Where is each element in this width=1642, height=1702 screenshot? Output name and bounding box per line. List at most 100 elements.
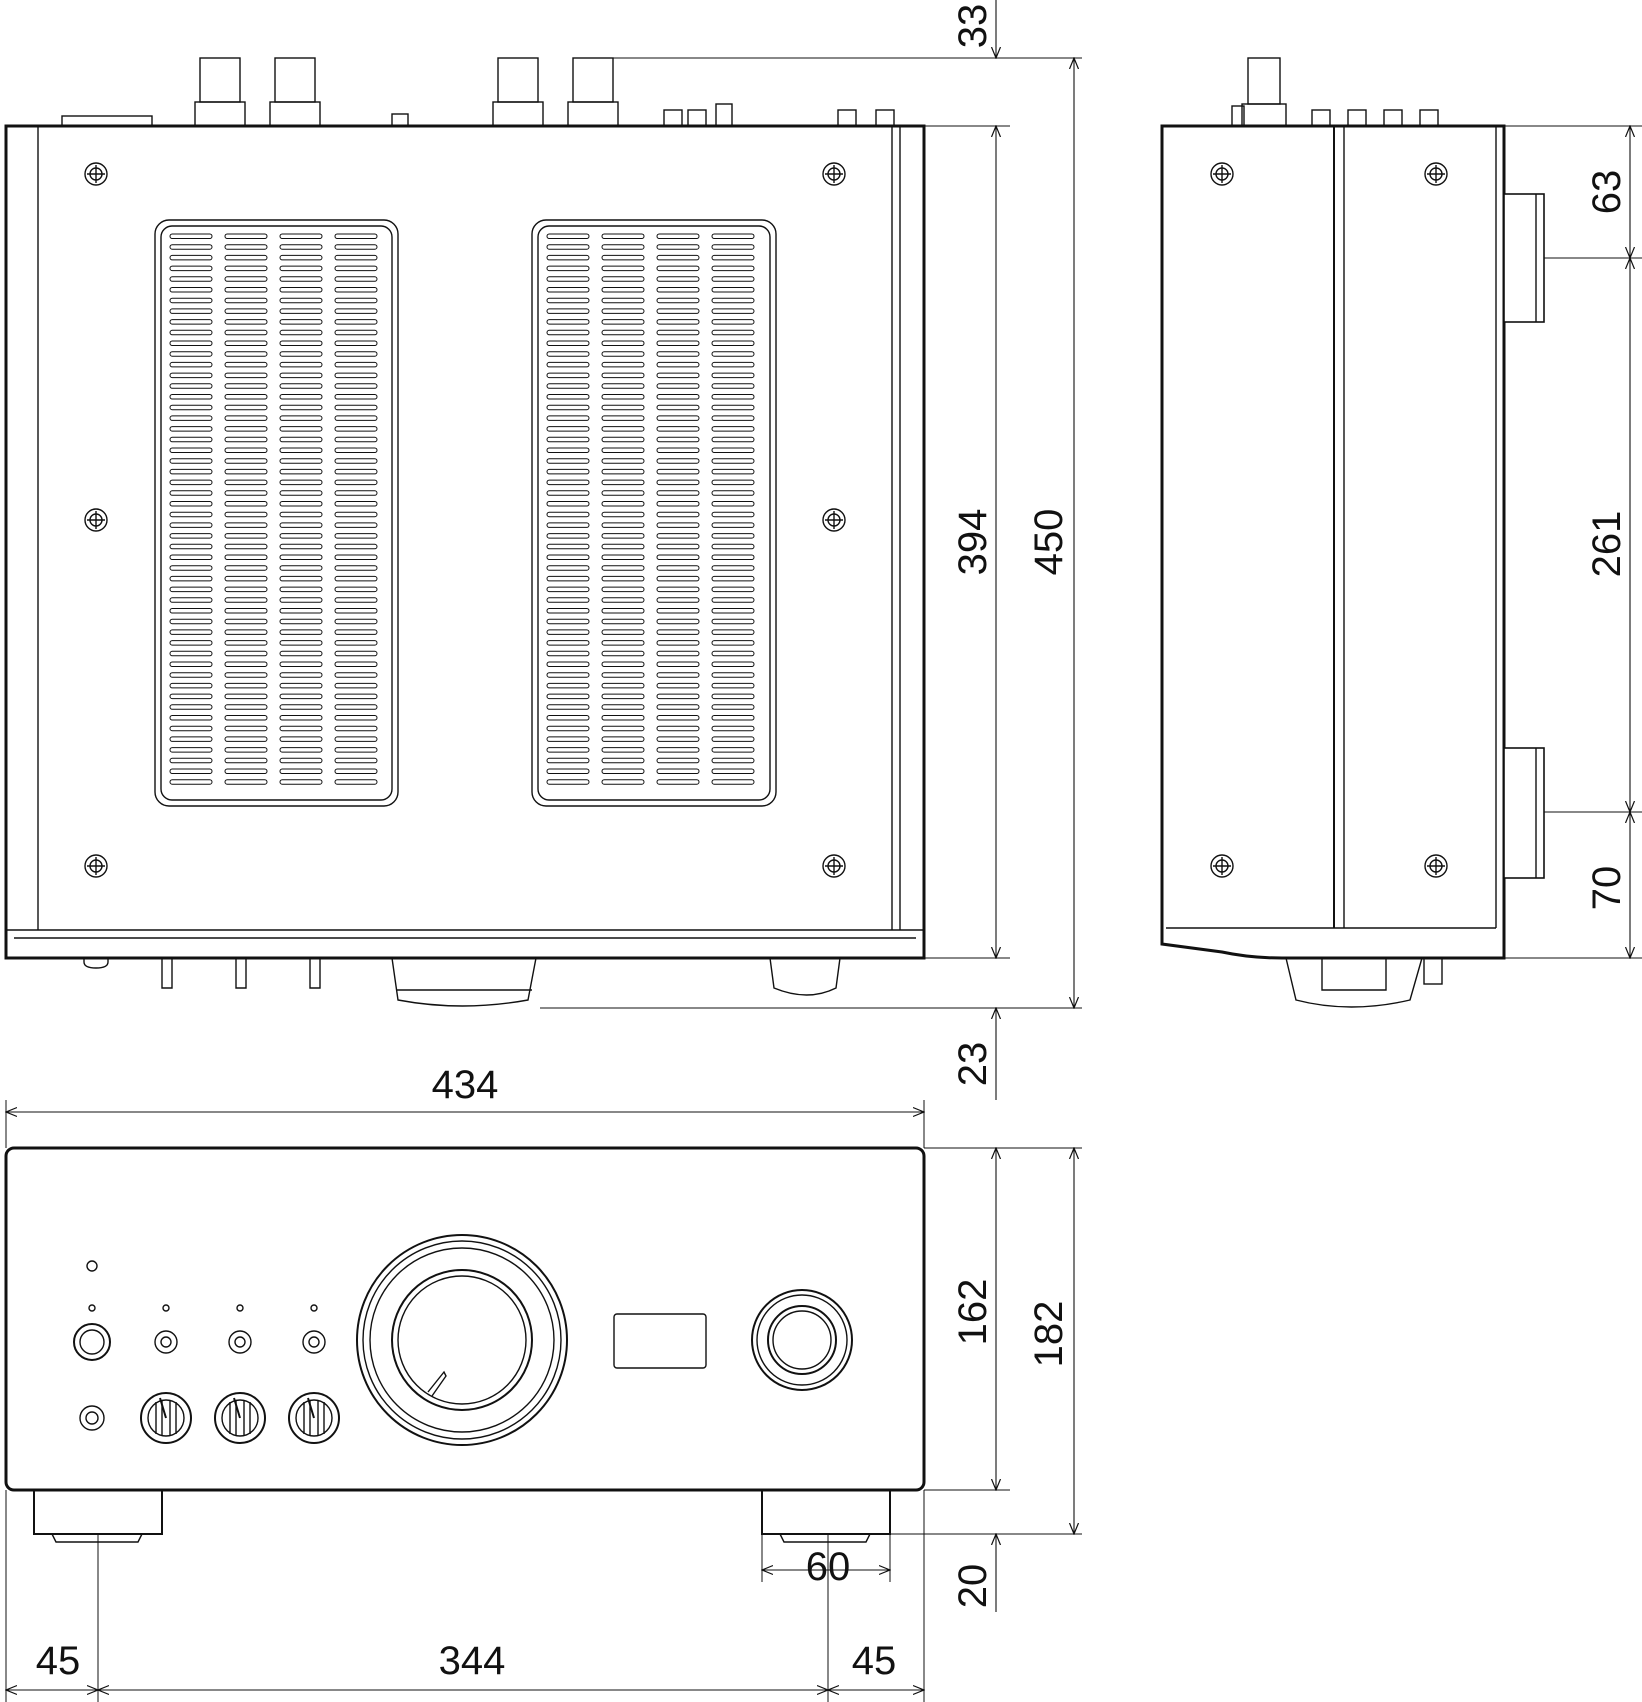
- vent-slot: [334, 586, 378, 593]
- vent-slot: [711, 244, 755, 250]
- vent-slot: [334, 672, 378, 678]
- vent-slot: [169, 575, 213, 582]
- vent-slot: [169, 693, 213, 700]
- vent-slot: [279, 736, 323, 742]
- dim-foot-spacing: 344: [439, 1639, 506, 1683]
- vent-slot: [334, 608, 378, 614]
- tone-knob-2: [214, 1392, 266, 1444]
- vent-slot: [224, 586, 268, 593]
- vent-slot: [224, 308, 268, 314]
- vent-slot: [546, 340, 590, 346]
- vent-slot: [224, 297, 268, 304]
- vent-slot: [279, 597, 323, 603]
- vent-slot: [279, 383, 323, 389]
- vent-slot: [224, 233, 268, 239]
- vent-slot: [656, 447, 700, 453]
- vent-slot: [169, 597, 213, 603]
- vent-slot: [546, 608, 590, 614]
- vent-slot: [601, 640, 645, 646]
- vent-slot: [601, 319, 645, 325]
- vent-slot: [656, 672, 700, 678]
- vent-slot: [656, 768, 700, 774]
- vent-slot: [279, 682, 323, 689]
- vent-slot: [279, 254, 323, 261]
- vent-slot: [169, 426, 213, 432]
- vent-slot: [279, 490, 323, 496]
- vent-slot: [601, 565, 645, 571]
- vent-slot: [601, 415, 645, 421]
- top-screws: [84, 162, 846, 878]
- vent-slot: [334, 276, 378, 282]
- vent-slot: [656, 458, 700, 464]
- vent-slot: [601, 340, 645, 346]
- vent-slot: [279, 244, 323, 250]
- vent-slot: [601, 747, 645, 753]
- vent-slot: [546, 650, 590, 657]
- vent-slot: [169, 757, 213, 764]
- vent-slot: [656, 383, 700, 389]
- vent-slot: [546, 468, 590, 475]
- vent-slot: [711, 554, 755, 560]
- vent-slot: [546, 351, 590, 357]
- vent-slot: [711, 415, 755, 421]
- vent-slot: [334, 501, 378, 507]
- vent-slot: [656, 501, 700, 507]
- vent-slot: [279, 715, 323, 721]
- vent-slot: [169, 511, 213, 518]
- volume-knob: [356, 1234, 568, 1446]
- vent-slot: [546, 415, 590, 421]
- vent-slot: [711, 297, 755, 304]
- vent-slot: [334, 575, 378, 582]
- vent-slot: [546, 447, 590, 453]
- vent-slot: [656, 682, 700, 689]
- vent-slot: [279, 501, 323, 507]
- vent-slot: [656, 479, 700, 486]
- vent-slot: [279, 757, 323, 764]
- vent-slot: [601, 436, 645, 443]
- vent-slot: [601, 254, 645, 261]
- vent-slot: [224, 640, 268, 646]
- vent-slot: [334, 308, 378, 314]
- vent-slot: [279, 640, 323, 646]
- vent-slot: [711, 404, 755, 411]
- vent-slot: [169, 265, 213, 272]
- vent-slot: [656, 511, 700, 518]
- vent-slot: [334, 618, 378, 625]
- vent-slot: [711, 597, 755, 603]
- vent-slot: [601, 650, 645, 657]
- vent-slot: [224, 543, 268, 550]
- tone-knob-3: [288, 1392, 340, 1444]
- vent-slot: [279, 415, 323, 421]
- vent-slot: [711, 779, 755, 785]
- vent-slot: [601, 693, 645, 700]
- vent-slot: [279, 426, 323, 432]
- vent-slot: [711, 479, 755, 486]
- dim-foot-width: 60: [806, 1545, 851, 1589]
- vent-slot: [711, 629, 755, 635]
- vent-slot: [279, 554, 323, 560]
- dim-side-upper: 63: [1585, 170, 1629, 215]
- vent-slot: [279, 779, 323, 785]
- vent-slot: [546, 629, 590, 635]
- dim-top-offset: 33: [951, 4, 995, 49]
- vent-slot: [546, 597, 590, 603]
- front-knob-profiles: [83, 957, 841, 1007]
- vent-slot: [546, 747, 590, 753]
- vent-slot: [601, 725, 645, 732]
- vent-slot: [711, 533, 755, 539]
- vent-slot: [546, 458, 590, 464]
- vent-slot: [656, 404, 700, 411]
- vent-slot: [601, 682, 645, 689]
- vent-slot: [601, 351, 645, 357]
- vent-slot: [711, 287, 755, 293]
- vent-slot: [711, 747, 755, 753]
- dim-side-lower: 70: [1585, 866, 1629, 911]
- vent-slot: [279, 747, 323, 753]
- vent-slot: [656, 426, 700, 432]
- vent-slot: [711, 511, 755, 518]
- vent-slot: [224, 629, 268, 635]
- screw-icon: [822, 508, 846, 532]
- vent-slot: [224, 682, 268, 689]
- vent-slot: [169, 715, 213, 721]
- vent-slot: [711, 233, 755, 239]
